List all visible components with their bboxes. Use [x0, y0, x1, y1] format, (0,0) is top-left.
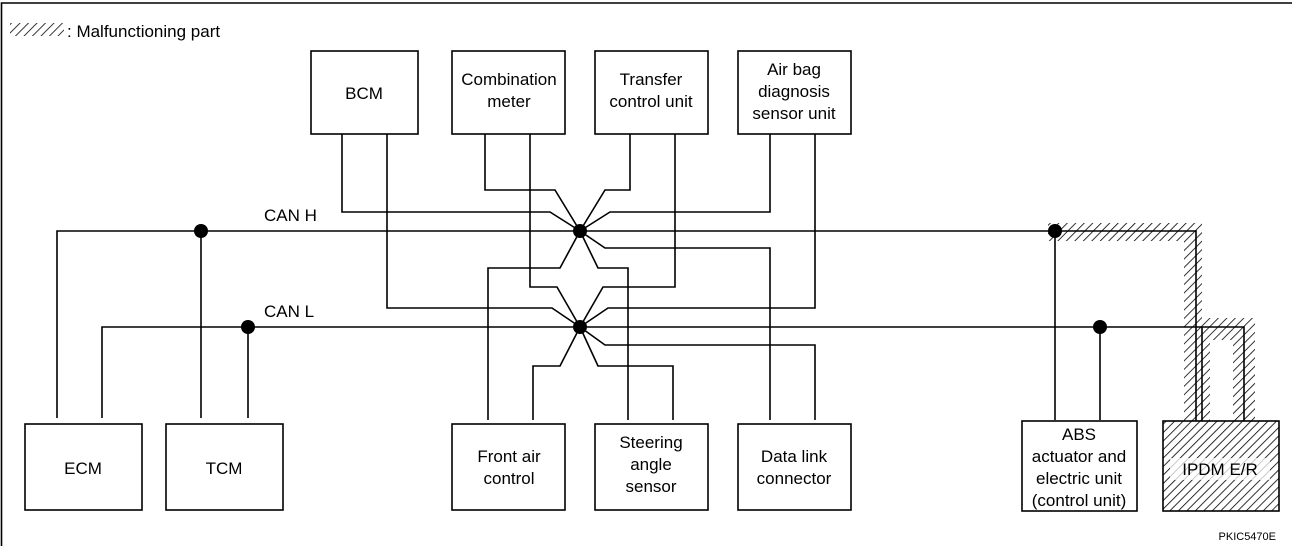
ipdm-label-line1: IPDM E/R — [1182, 460, 1258, 479]
abs-label-line1: ABS — [1062, 425, 1096, 444]
air-bag-diagnosis-sensor-unit-box: Air bag diagnosis sensor unit — [737, 50, 852, 135]
tcm-label-line1: TCM — [206, 459, 243, 478]
can-l-label: CAN L — [264, 302, 314, 321]
steering-angle-sensor-label-line1: Steering — [619, 433, 682, 452]
ipdm-can-l-hatched-lines — [1094, 318, 1255, 423]
air-bag-label-line1: Air bag — [767, 60, 821, 79]
abs-label-line4: (control unit) — [1032, 491, 1126, 510]
steering-angle-sensor-box: Steering angle sensor — [594, 423, 709, 511]
front-air-control-label-line2: control — [483, 469, 534, 488]
top-unit-wires — [341, 134, 771, 420]
combination-meter-label-line2: meter — [487, 92, 531, 111]
can-l-line — [101, 326, 1245, 423]
abs-actuator-box: ABS actuator and electric unit (control … — [1021, 420, 1138, 512]
data-link-connector-label-line2: connector — [757, 469, 832, 488]
tcm-box: TCM — [165, 423, 284, 511]
steering-angle-sensor-label-line3: sensor — [625, 477, 676, 496]
legend-text: : Malfunctioning part — [67, 22, 220, 41]
bottom-unit-wires — [386, 134, 816, 420]
ipdm-can-h-hatched-lines — [1048, 223, 1202, 423]
data-link-connector-label-line1: Data link — [761, 447, 828, 466]
air-bag-label-line2: diagnosis — [758, 82, 830, 101]
ecm-label-line1: ECM — [64, 459, 102, 478]
transfer-control-unit-box: Transfer control unit — [594, 50, 709, 135]
steering-angle-sensor-label-line2: angle — [630, 455, 672, 474]
ipdm-er-box: IPDM E/R — [1162, 420, 1280, 512]
junction-dots — [194, 224, 1107, 334]
bcm-box: BCM — [310, 50, 419, 135]
combination-meter-box: Combination meter — [451, 50, 566, 135]
transfer-control-unit-label-line2: control unit — [609, 92, 692, 111]
abs-label-line2: actuator and — [1032, 447, 1127, 466]
combination-meter-label-line1: Combination — [461, 70, 556, 89]
bcm-label-line1: BCM — [345, 84, 383, 103]
front-air-control-label-line1: Front air — [477, 447, 541, 466]
legend-hatch-swatch — [10, 23, 64, 36]
can-h-label: CAN H — [264, 206, 317, 225]
air-bag-label-line3: sensor unit — [752, 104, 835, 123]
transfer-control-unit-label-line1: Transfer — [620, 70, 683, 89]
ecm-box: ECM — [24, 423, 143, 511]
can-h-line — [56, 230, 1197, 423]
figure-code: PKIC5470E — [1219, 531, 1276, 543]
data-link-connector-box: Data link connector — [737, 423, 852, 511]
abs-label-line3: electric unit — [1036, 469, 1122, 488]
front-air-control-box: Front air control — [451, 423, 566, 511]
